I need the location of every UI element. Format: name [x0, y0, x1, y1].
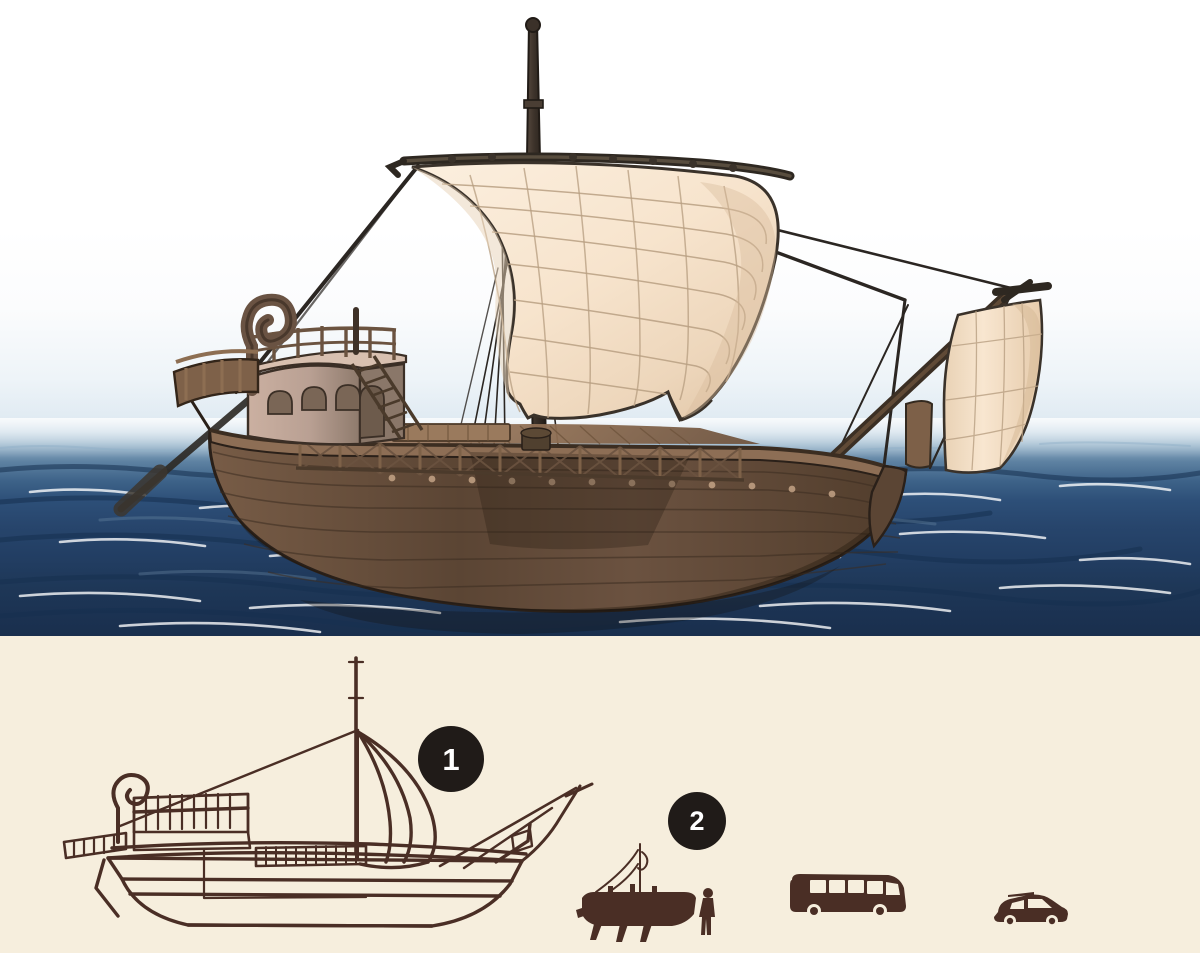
badge-2-label: 2 [689, 805, 705, 836]
mainsail [411, 161, 780, 422]
hull [184, 391, 908, 613]
artemon-foresail [905, 298, 1044, 474]
steering-oar [113, 388, 262, 517]
bow-stem [868, 464, 908, 549]
line-drawing-roman-ship [62, 656, 594, 928]
ladder [350, 355, 424, 439]
ship-illustration-seascape [0, 0, 1200, 636]
car-silhouette [994, 892, 1068, 927]
badge-1[interactable]: 1 [418, 726, 484, 792]
bus-silhouette [790, 874, 906, 918]
main-yard [384, 152, 795, 181]
small-sailing-boat-silhouette [576, 843, 696, 942]
hull-reflection [300, 566, 840, 634]
human-figure-silhouette [699, 888, 715, 935]
badge-1-label: 1 [442, 741, 460, 777]
scale-comparison-panel [0, 636, 1200, 953]
badge-2[interactable]: 2 [668, 792, 726, 850]
stern-walkway [172, 349, 260, 408]
roman-merchant-ship [113, 17, 1052, 634]
aplustre-swan-neck [240, 293, 297, 396]
